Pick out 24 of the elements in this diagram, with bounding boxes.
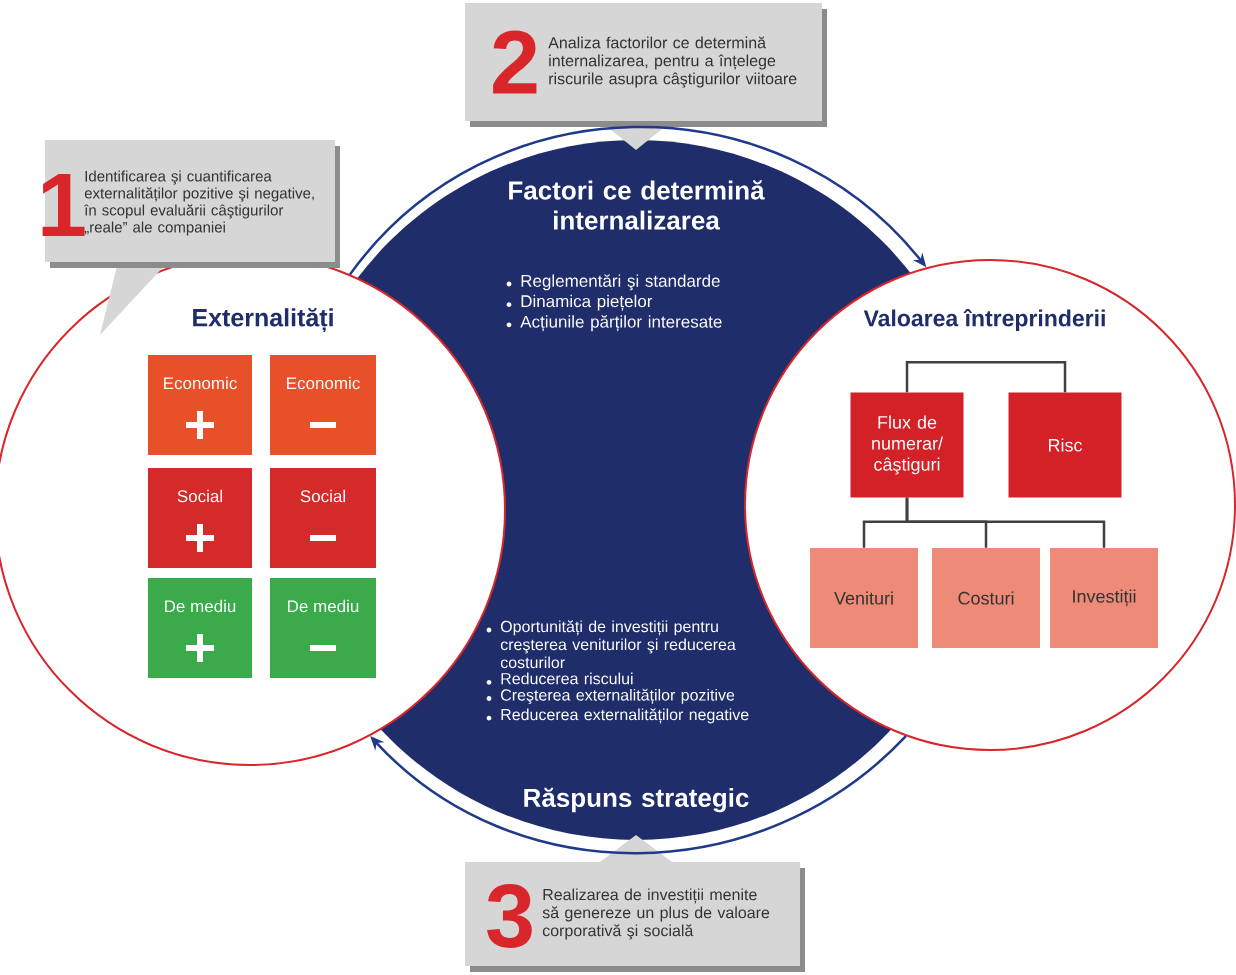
bullet-item: Oportunități de investiții pentru creşterea veniturilor şi reducerea costurilor	[486, 620, 736, 669]
category-box: Social	[270, 468, 376, 568]
category-box: Economic	[270, 355, 376, 455]
value-box: Costuri	[932, 548, 1040, 648]
value-box: Venituri	[810, 548, 918, 648]
category-box: De mediu	[270, 578, 376, 678]
category-box: Economic	[148, 355, 252, 455]
value-box: Investiții	[1050, 548, 1158, 648]
bullet-item: Reducerea riscului	[486, 672, 633, 685]
value-box: Flux de numerar/ câştiguri	[850, 392, 964, 498]
connector-line	[905, 497, 1106, 548]
bullet-item: Acțiunile părților interesate	[506, 315, 722, 332]
category-box: De mediu	[148, 578, 252, 678]
heading: Valoarea întreprinderii	[863, 309, 1105, 331]
bullet-item: Creşterea externalităților pozitive	[486, 688, 735, 704]
bullet-item: Reglementări şi standarde	[506, 274, 720, 291]
bullet-item: Dinamica piețelor	[506, 294, 653, 311]
heading: Factori ce determină internalizarea	[509, 180, 765, 230]
category-box: Social	[148, 468, 252, 568]
heading: Externalități	[193, 307, 333, 333]
value-box: Risc	[1008, 392, 1122, 498]
bullet-item: Reducerea externalităților negative	[486, 708, 749, 724]
connector-line	[905, 361, 1067, 393]
heading: Răspuns strategic	[524, 787, 749, 813]
